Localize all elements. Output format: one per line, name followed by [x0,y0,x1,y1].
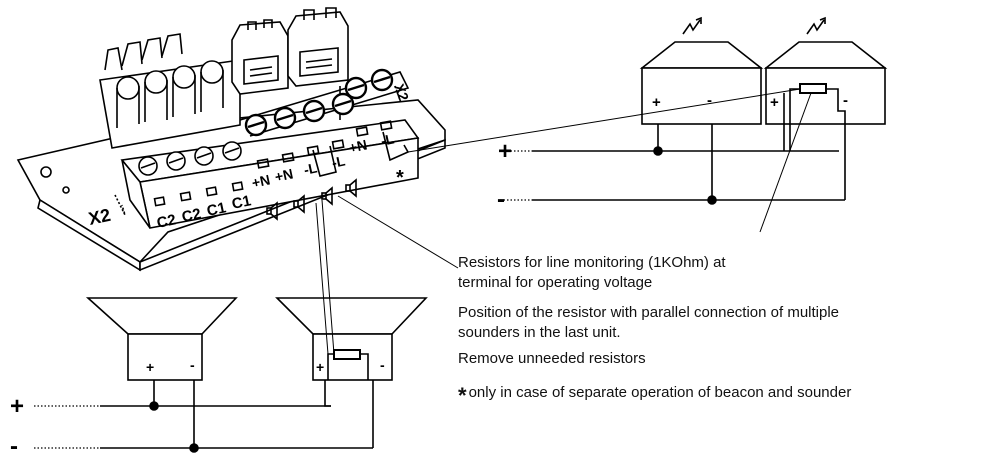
terminal-label: C1 [205,199,227,220]
mounting-hole-icon [62,186,70,194]
terminal-label: +N [250,171,271,190]
callout-leader-beacon [759,92,812,233]
beacon-line-minus: - [497,186,505,213]
terminal-label: -L [330,152,347,170]
terminal-label: C2 [155,211,177,232]
plug-connector [99,33,241,149]
board-resistor-sounder [312,145,337,177]
flash-icon [682,16,702,35]
speaker-icon [321,186,333,206]
terminal-label: C1 [230,192,252,213]
beacon-2-plus: + [770,94,779,111]
terminal-label: -L [379,130,396,148]
terminal-label: -L [302,159,319,177]
note-asterisk: * [458,383,467,408]
beacon-line-plus: + [498,138,512,165]
beacon-2-minus: - [843,92,848,109]
terminal-board [16,7,446,272]
header-socket-right [287,7,349,87]
terminal-label: +N [273,165,294,184]
speaker-icon [345,178,357,198]
note-position-line2: sounders in the last unit. [458,324,621,341]
header-socket-left [231,19,289,95]
sounder-unit-2 [275,297,428,381]
beacon-wiring [407,88,846,205]
sounder-2-plus: + [316,359,324,375]
beacon-1-minus: - [707,92,712,109]
sounder-2-minus: - [380,357,385,373]
note-separate-operation: *only in case of separate operation of b… [458,383,852,408]
sounder-line-plus: + [10,393,24,420]
note-resistor-line1: Resistors for line monitoring (1KOhm) at [458,254,726,271]
note-resistor-line2: terminal for operating voltage [458,274,653,291]
board-asterisk: * [396,167,404,189]
terminal-label: +N [347,136,368,155]
terminal-label: C2 [180,205,202,226]
sounder-line-minus: - [10,433,18,454]
note-separate-text: only in case of separate operation of be… [468,384,852,401]
note-remove: Remove unneeded resistors [458,350,646,367]
beacon-unit-2 [763,16,888,125]
board-top-designator: X2 [391,82,412,104]
beacon-1-plus: + [652,94,661,111]
mounting-hole-icon [40,166,52,178]
sounder-unit-1 [85,297,238,381]
beacon-unit-1 [639,16,764,125]
callout-leader-resistor [337,195,459,269]
screw-terminal-block [120,68,420,229]
speaker-icon [266,201,278,221]
sounder-1-minus: - [190,357,195,373]
sounder-wiring [34,199,374,453]
flash-icon [806,16,826,35]
board-designator: X2 [87,205,113,229]
board-resistor-beacon [382,131,410,162]
note-position-line1: Position of the resistor with parallel c… [458,304,840,321]
sounder-1-plus: + [146,359,154,375]
speaker-icon [293,194,305,214]
